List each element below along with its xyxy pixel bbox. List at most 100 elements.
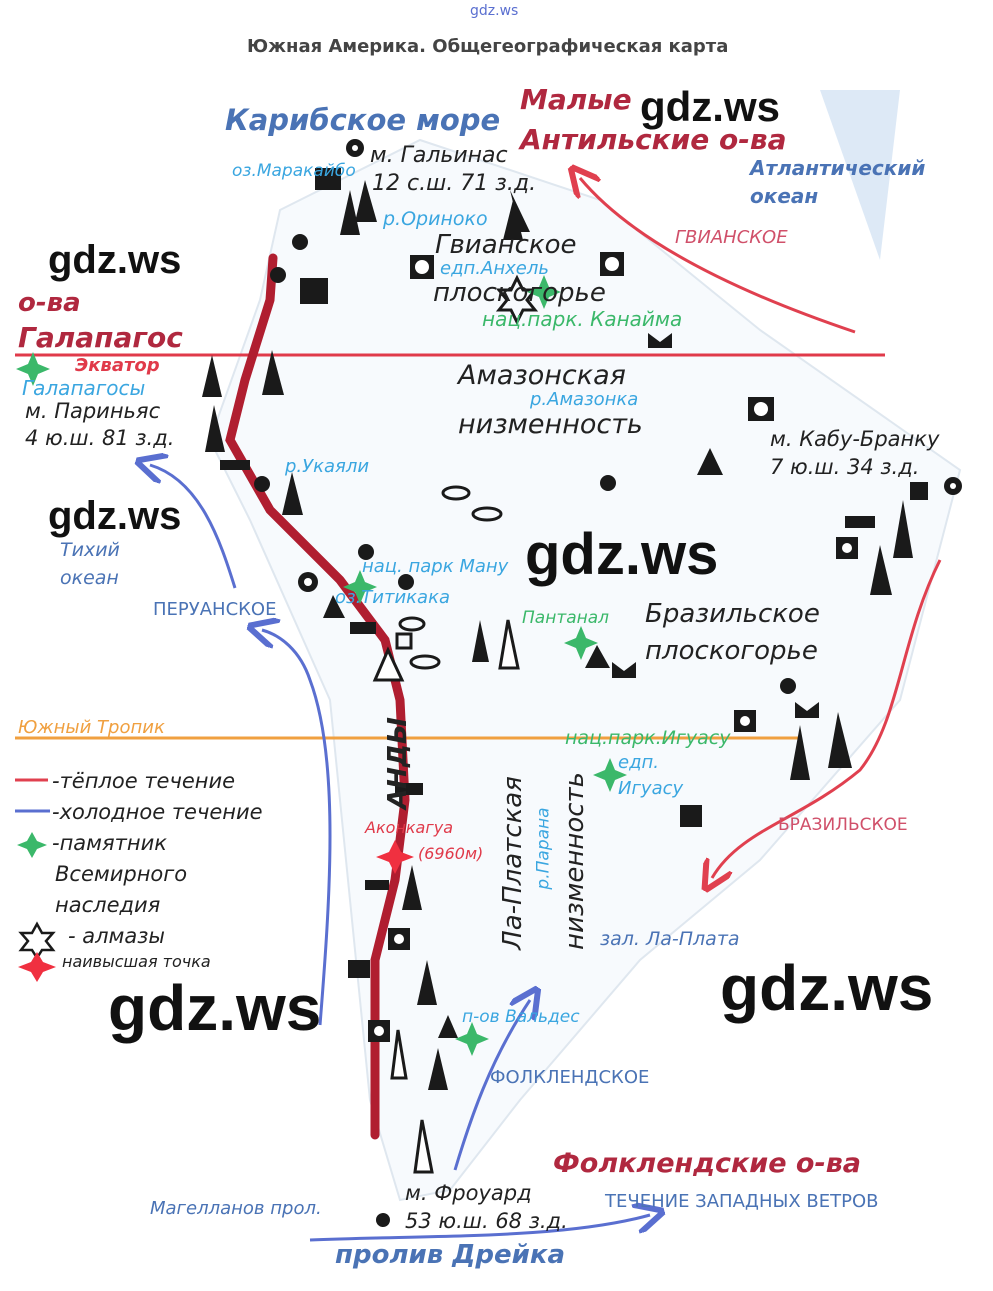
gold-icon — [376, 1213, 390, 1227]
label-pacific: Тихий — [60, 539, 120, 561]
label-iguazu-falls-2: Игуасу — [618, 778, 684, 799]
label-galapagos-site: Галапагосы — [22, 376, 146, 400]
legend-highest-icon — [18, 952, 56, 982]
label-parinas-coord: 4 ю.ш. 81 з.д. — [25, 426, 175, 450]
iron-icon — [845, 516, 875, 528]
label-aconcagua-height: (6960м) — [418, 844, 484, 863]
brazil-current-arrow — [712, 559, 942, 878]
site-watermark: gdz.ws — [470, 3, 519, 19]
label-laplata-lowland-2: низменность — [560, 771, 591, 951]
label-laplata-lowland: Ла-Платская — [497, 776, 528, 950]
iron-icon — [348, 960, 370, 978]
label-caribbean: Карибское море — [225, 103, 501, 137]
copper-icon — [254, 234, 796, 694]
legend-diamonds: - алмазы — [68, 924, 166, 948]
label-froward: м. Фроуард — [405, 1181, 532, 1205]
label-pacific-2: океан — [60, 567, 119, 589]
label-equator: Экватор — [75, 355, 160, 376]
legend-cold: -холодное течение — [52, 800, 263, 824]
label-amazon-lowland-2: низменность — [458, 409, 643, 440]
label-gallinas: м. Гальинас — [370, 143, 508, 168]
label-guiana-highlands: Гвианское — [435, 230, 577, 260]
watermark: gdz.ws — [48, 494, 182, 538]
map-title: Южная Америка. Общегеографическая карта — [247, 36, 729, 57]
label-amazon-lowland: Амазонская — [458, 360, 626, 391]
label-brazil-highlands-2: плоскогорье — [645, 636, 818, 666]
label-valdes: п-ов Вальдес — [462, 1007, 580, 1027]
label-cabo-branco: м. Кабу-Бранку — [770, 427, 940, 451]
heritage-icon — [593, 758, 627, 792]
heritage-icon — [455, 1022, 489, 1056]
gas-icon — [372, 619, 520, 1174]
label-parinas: м. Париньяс — [25, 399, 161, 423]
label-west-winds: ТЕЧЕНИЕ ЗАПАДНЫХ ВЕТРОВ — [605, 1191, 879, 1212]
watermark: gdz.ws — [108, 972, 322, 1044]
legend-graphics — [15, 778, 56, 982]
label-brazil-highlands: Бразильское — [645, 599, 820, 629]
label-guiana-highlands-2: плоскогорье — [433, 278, 606, 308]
heritage-icons — [16, 275, 627, 1056]
label-iguazu-park: нац.парк.Игуасу — [565, 727, 731, 749]
label-aconcagua: Аконкагуа — [365, 818, 454, 837]
label-laplata-bay: зал. Ла-Плата — [600, 928, 740, 950]
label-froward-coord: 53 ю.ш. 68 з.д. — [405, 1209, 568, 1233]
label-cabo-branco-coord: 7 ю.ш. 34 з.д. — [770, 455, 920, 479]
highest-point-icon — [376, 840, 414, 874]
label-falkland-islands: Фолклендские о-ва — [553, 1148, 861, 1179]
heritage-icon — [527, 275, 561, 309]
peru-current-arrow-2 — [262, 630, 332, 1026]
label-drake: пролив Дрейка — [335, 1240, 566, 1270]
iron-icon — [365, 880, 389, 890]
watermark: gdz.ws — [525, 522, 719, 587]
label-atlantic-2: океан — [750, 184, 819, 208]
coal-icon — [910, 482, 928, 500]
iron-icon — [395, 783, 423, 795]
label-titicaca: оз.Титикака — [335, 587, 450, 608]
falkland-current-arrow — [453, 1000, 530, 1171]
legend-warm: -тёплое течение — [52, 769, 236, 793]
label-orinoco: р.Ориноко — [383, 208, 488, 230]
label-maracaibo: оз.Маракайбо — [232, 161, 356, 181]
andes-ridge — [225, 253, 410, 1140]
heritage-icon — [16, 352, 50, 386]
polymetal-icon — [395, 485, 503, 670]
label-manu: нац. парк Ману — [362, 556, 509, 577]
legend-heritage-3: наследия — [55, 893, 161, 917]
label-galapagos: о-ва — [18, 288, 81, 318]
label-canaima: нац.парк. Канайма — [482, 307, 683, 331]
iron-icon — [220, 460, 250, 470]
heritage-icon — [564, 626, 598, 660]
label-andes: АНДЫ — [382, 717, 413, 809]
heritage-icon — [343, 570, 377, 604]
label-pantanal: Пантанал — [522, 608, 610, 628]
watermark: gdz.ws — [720, 952, 934, 1024]
watermark: gdz.ws — [48, 238, 182, 282]
label-ucayali: р.Укаяли — [285, 456, 370, 477]
guiana-current-arrow — [580, 178, 856, 334]
label-tropic: Южный Тропик — [18, 717, 165, 738]
label-angel-falls: едп.Анхель — [440, 258, 549, 279]
watermark: gdz.ws — [640, 83, 781, 130]
label-lesser-antilles-2: Антильские о-ва — [520, 123, 787, 156]
label-atlantic: Атлантический — [750, 156, 926, 180]
ocean-shading — [820, 90, 900, 260]
coal-icon — [300, 278, 328, 304]
legend-highest: наивысшая точка — [62, 952, 211, 971]
legend-heritage-icon — [17, 832, 47, 858]
label-gallinas-coord: 12 с.ш. 71 з.д. — [372, 171, 537, 196]
label-parana: р.Парана — [533, 807, 554, 890]
label-iguazu-falls: едп. — [618, 752, 660, 773]
west-winds-arrow — [309, 1215, 650, 1242]
iron-icon — [350, 622, 376, 634]
label-falkland-current: ФОЛКЛЕНДСКОЕ — [490, 1067, 650, 1088]
label-lesser-antilles: Малые — [520, 83, 632, 116]
coal-icon — [315, 168, 341, 190]
label-brazil-current: БРАЗИЛЬСКОЕ — [778, 815, 908, 835]
peru-current-arrow — [150, 465, 237, 589]
mineral-symbols — [202, 139, 962, 1227]
label-amazon-river: р.Амазонка — [530, 389, 639, 410]
coal-icon — [680, 805, 702, 827]
legend-heritage-2: Всемирного — [55, 862, 188, 886]
